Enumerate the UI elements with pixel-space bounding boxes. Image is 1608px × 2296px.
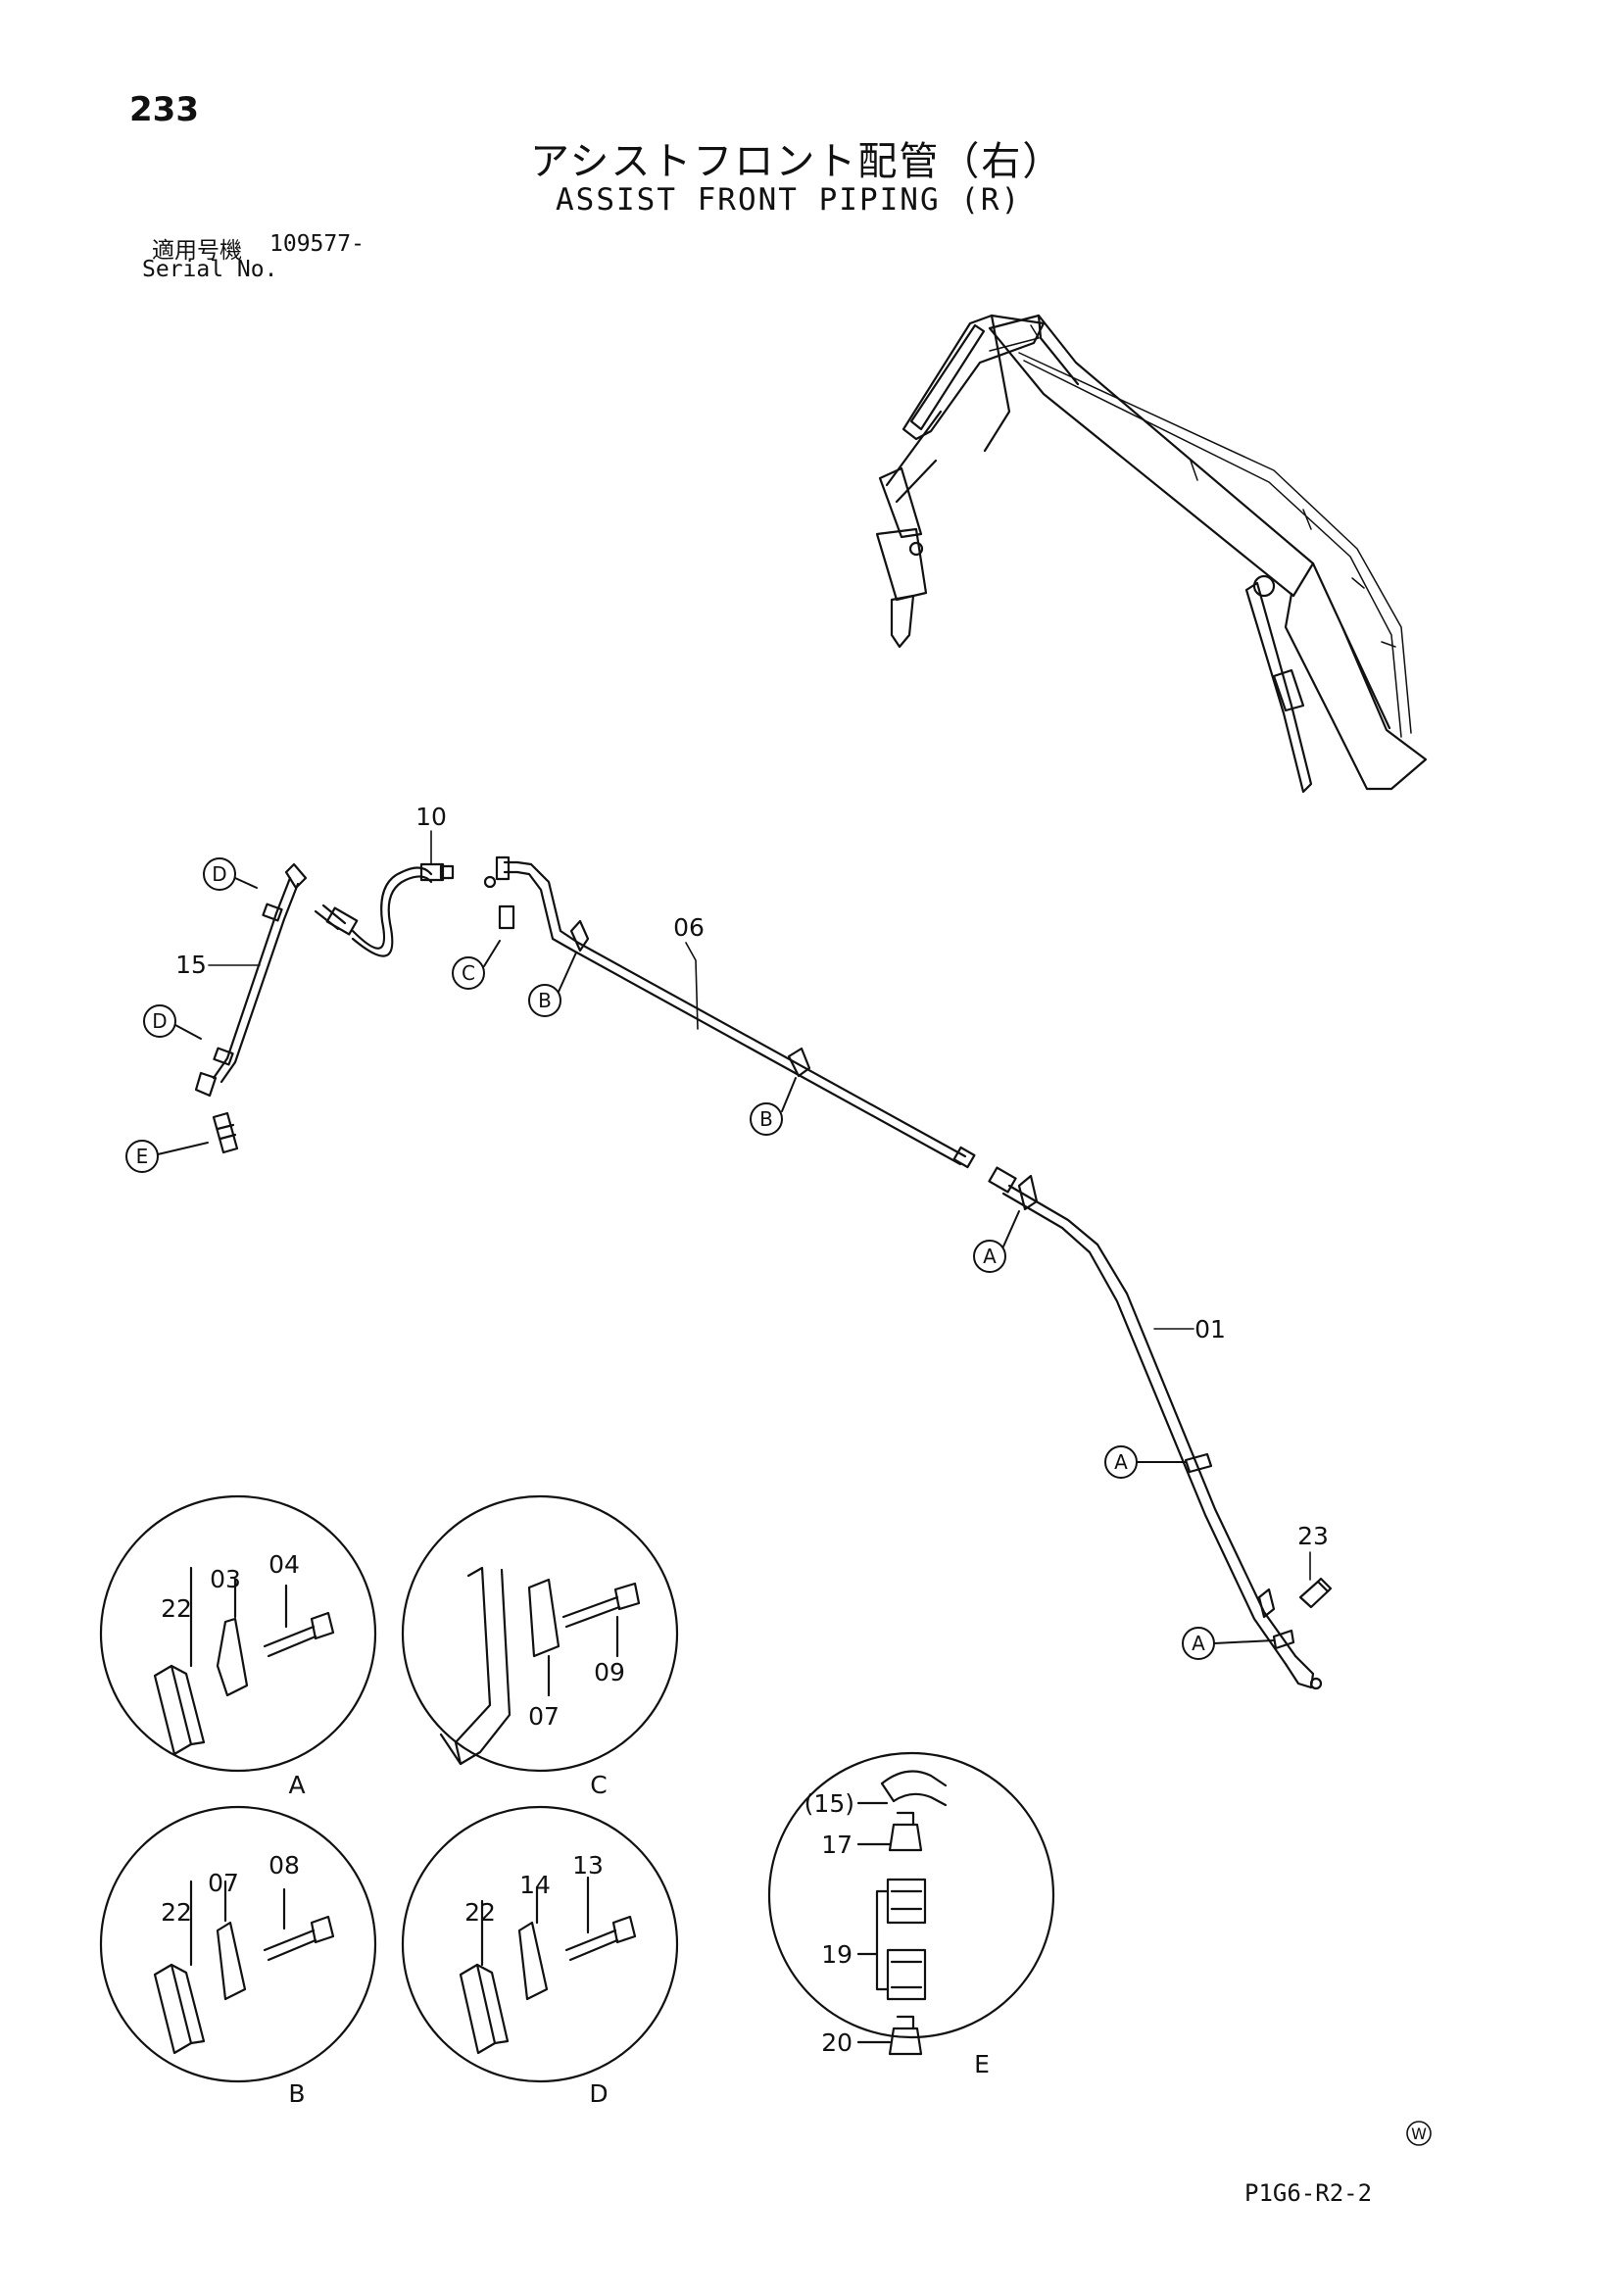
excavator-front-illustration [875, 314, 1428, 794]
hose-10 [314, 862, 455, 957]
pipe-06 [483, 855, 976, 1169]
clamp-b-upper [569, 919, 590, 953]
callout-c: C [462, 961, 475, 985]
detail-d-label-14: 14 [519, 1871, 551, 1899]
detail-view-b [99, 1805, 377, 2083]
detail-view-a-label: A [288, 1771, 305, 1799]
detail-c-label-09: 09 [594, 1658, 625, 1686]
detail-d-label-13: 13 [572, 1851, 604, 1880]
callout-a-lower: A [1192, 1632, 1205, 1655]
pipe-15 [194, 862, 308, 1098]
callout-e: E [136, 1145, 149, 1168]
adapter-e-assembly [212, 1111, 239, 1154]
part-label-15: 15 [175, 951, 207, 979]
detail-view-c [401, 1494, 679, 1773]
detail-a-label-03: 03 [210, 1565, 241, 1593]
serial-number: 109577- [269, 231, 365, 257]
detail-e-label-15-ref: (15) [804, 1789, 854, 1818]
plug-23 [1298, 1577, 1333, 1609]
clamp-b-middle [787, 1047, 811, 1078]
detail-b-label-08: 08 [268, 1851, 300, 1880]
detail-e-label-19: 19 [821, 1940, 853, 1969]
detail-view-e-label: E [974, 2050, 990, 2078]
callout-b-upper: B [538, 989, 552, 1012]
page-number: 233 [129, 90, 199, 129]
part-label-06: 06 [673, 913, 705, 942]
callout-a-upper: A [983, 1245, 997, 1268]
clamp-a-lower [1257, 1588, 1295, 1650]
detail-b-label-07: 07 [208, 1869, 239, 1897]
detail-a-label-22: 22 [161, 1594, 192, 1623]
detail-a-label-04: 04 [268, 1550, 300, 1579]
drawing-code: P1G6-R2-2 [1244, 2179, 1373, 2207]
detail-d-label-22: 22 [464, 1898, 496, 1927]
detail-view-d [401, 1805, 679, 2083]
serial-label-en: Serial No. [142, 257, 278, 282]
callout-d-upper: D [212, 862, 226, 886]
detail-e-label-20: 20 [821, 2028, 853, 2057]
detail-view-a [99, 1494, 377, 1773]
detail-view-d-label: D [589, 2079, 608, 2108]
callout-b-middle: B [759, 1107, 773, 1131]
detail-view-c-label: C [590, 1771, 607, 1799]
detail-c-label-07: 07 [528, 1702, 560, 1731]
detail-b-label-22: 22 [161, 1898, 192, 1927]
detail-e-label-17: 17 [821, 1831, 853, 1859]
detail-view-e [767, 1751, 1055, 2056]
page-title-jp: アシストフロント配管（右） [530, 139, 1064, 184]
serial-label-jp: 適用号機 [152, 238, 242, 264]
detail-view-b-label: B [288, 2079, 305, 2108]
footer-symbol: W [1411, 2125, 1427, 2143]
callout-a-middle: A [1114, 1450, 1128, 1474]
part-label-10: 10 [415, 803, 447, 831]
pipe-01 [988, 1166, 1323, 1690]
part-label-01: 01 [1194, 1315, 1226, 1343]
clamp-a-upper [1017, 1174, 1039, 1211]
clamp-a-middle [1184, 1452, 1213, 1474]
part-label-23: 23 [1297, 1522, 1329, 1550]
page-title-en: ASSIST FRONT PIPING (R) [556, 182, 1022, 218]
callout-d-lower: D [152, 1009, 167, 1033]
